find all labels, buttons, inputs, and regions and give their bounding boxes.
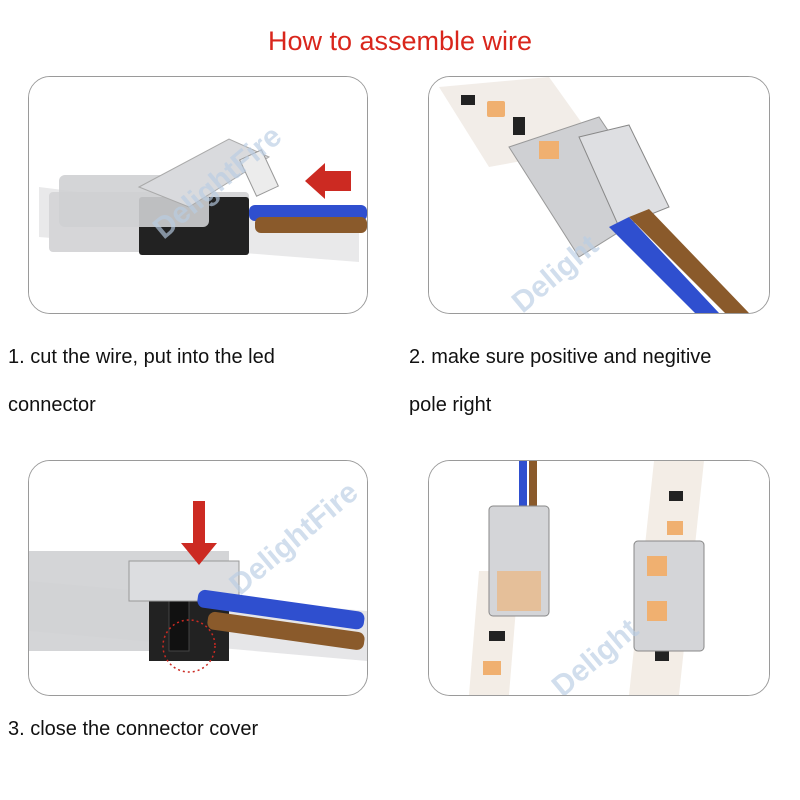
page-title: How to assemble wire bbox=[267, 26, 533, 56]
step-4-image: Delight bbox=[428, 460, 770, 696]
step-1-caption-line-1: 1. cut the wire, put into the led bbox=[8, 346, 275, 368]
step-2-caption-line-2: pole right bbox=[409, 394, 492, 416]
step-3-caption-line-1: 3. close the connector cover bbox=[8, 718, 259, 740]
step-1-image: DelightFire bbox=[28, 76, 368, 314]
step-2-image: Delight bbox=[428, 76, 770, 314]
connector-open-illustration: DelightFire bbox=[29, 77, 367, 313]
polarity-check-illustration: Delight bbox=[429, 77, 769, 313]
connected-strip-illustration: Delight bbox=[429, 461, 769, 695]
step-2-caption-line-1: 2. make sure positive and negitive bbox=[409, 346, 712, 368]
step-1-caption-line-2: connector bbox=[8, 394, 96, 416]
step-3-image: DelightFire bbox=[28, 460, 368, 696]
connector-close-illustration: DelightFire bbox=[29, 461, 367, 695]
